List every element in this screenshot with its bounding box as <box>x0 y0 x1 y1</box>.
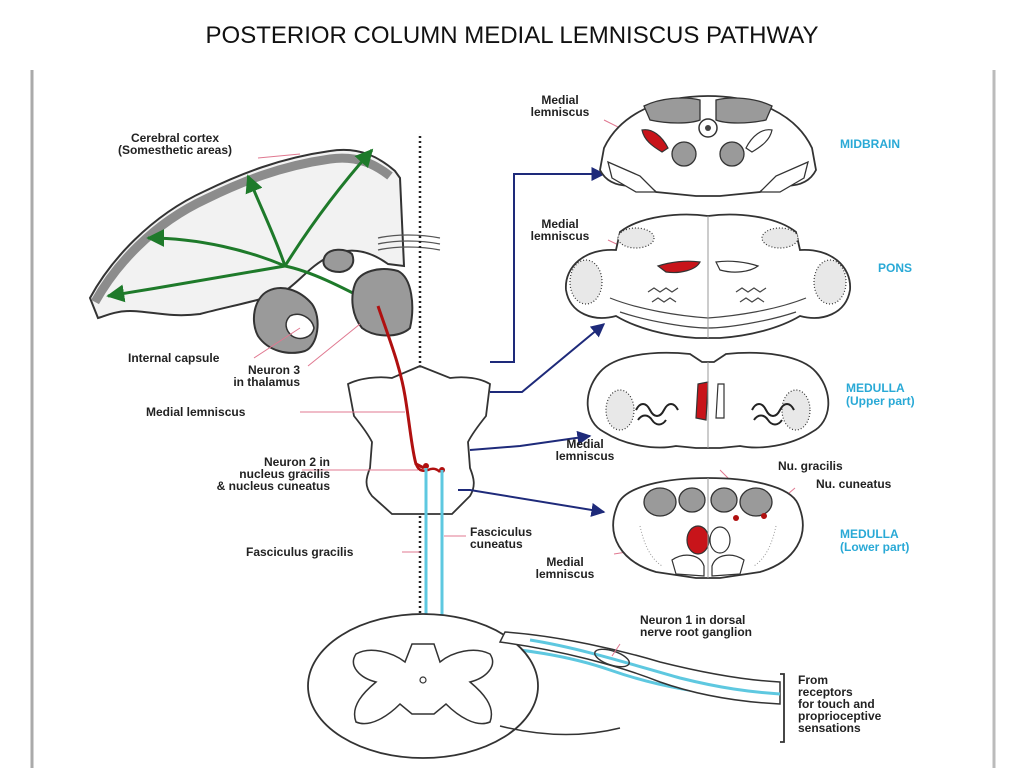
dorsal-root-cyan <box>529 638 781 696</box>
label-medulla-lower-lemniscus: Medial lemniscus <box>520 556 610 580</box>
label-cerebral-cortex: Cerebral cortex (Somesthetic areas) <box>70 132 280 156</box>
label-internal-capsule: Internal capsule <box>128 351 220 365</box>
receptor-bracket <box>780 673 785 743</box>
central-canal <box>419 676 427 684</box>
label-receptors-line1: From <box>798 673 828 687</box>
label-receptors-line4: proprioceptive <box>798 709 882 723</box>
label-neuron3: Neuron 3 in thalamus <box>200 364 300 388</box>
label-pons-lemniscus: Medial lemniscus <box>520 218 600 242</box>
label-neuron2-line3: & nucleus cuneatus <box>216 479 330 493</box>
label-neuron2: Neuron 2 in nucleus gracilis & nucleus c… <box>200 456 330 492</box>
label-fasciculus-cuneatus-line2: cuneatus <box>470 537 523 551</box>
level-pons: PONS <box>878 261 913 275</box>
label-medulla-upper-lemniscus-line2: lemniscus <box>555 449 615 463</box>
level-medulla-upper-line2: (Upper part) <box>846 394 915 408</box>
label-receptors: From receptors for touch and propriocept… <box>798 674 881 734</box>
label-midbrain-lemniscus-line2: lemniscus <box>530 105 590 119</box>
label-fasciculus-gracilis: Fasciculus gracilis <box>246 545 354 559</box>
label-neuron2-line1: Neuron 2 in <box>263 455 330 469</box>
medulla-upper-section <box>586 351 830 449</box>
label-cerebral-cortex-line2: (Somesthetic areas) <box>117 143 233 157</box>
label-fasciculus-cuneatus-line1: Fasciculus <box>470 525 533 539</box>
level-medulla-upper: MEDULLA (Upper part) <box>846 382 915 408</box>
level-medulla-upper-line1: MEDULLA <box>846 381 905 395</box>
level-medulla-lower-line2: (Lower part) <box>840 540 910 554</box>
diagram-svg <box>30 70 996 768</box>
label-neuron2-line2: nucleus gracilis <box>239 467 330 481</box>
level-medulla-lower: MEDULLA (Lower part) <box>840 528 909 554</box>
label-receptors-line3: for touch and <box>798 697 875 711</box>
slide-title: POSTERIOR COLUMN MEDIAL LEMNISCUS PATHWA… <box>205 22 819 49</box>
label-neuron1-line2: nerve root ganglion <box>640 625 753 639</box>
cerebral-cortex-shape <box>88 148 406 320</box>
pathway-diagram: Cerebral cortex (Somesthetic areas) Inte… <box>0 66 1024 768</box>
label-medulla-lower-lemniscus-line2: lemniscus <box>535 567 595 581</box>
label-receptors-line5: sensations <box>798 721 861 735</box>
level-medulla-lower-line1: MEDULLA <box>840 527 899 541</box>
neuron2-fibre-a <box>414 463 441 473</box>
ventral-root <box>499 725 621 736</box>
label-neuron3-line1: Neuron 3 <box>247 363 300 377</box>
medulla-lower-section <box>612 477 804 579</box>
label-neuron1: Neuron 1 in dorsal nerve root ganglion <box>640 614 752 638</box>
label-neuron3-line2: in thalamus <box>233 375 300 389</box>
neuron2-gracilis-body <box>423 463 429 469</box>
label-medulla-upper-lemniscus-line1: Medial <box>566 437 604 451</box>
brainstem-outline <box>346 365 491 515</box>
label-cerebral-cortex-line1: Cerebral cortex <box>130 131 220 145</box>
midbrain-section <box>599 95 817 197</box>
level-midbrain: MIDBRAIN <box>840 137 900 151</box>
caudate-shape <box>322 248 355 274</box>
label-fasciculus-cuneatus: Fasciculus cuneatus <box>470 526 532 550</box>
label-pons-lemniscus-line1: Medial <box>541 217 579 231</box>
label-nu-cuneatus: Nu. cuneatus <box>816 477 892 491</box>
label-medulla-lower-lemniscus-line1: Medial <box>546 555 584 569</box>
label-midbrain-lemniscus-line1: Medial <box>541 93 579 107</box>
section-arrows <box>458 167 606 517</box>
medial-lemniscus-tract <box>376 305 425 470</box>
label-nu-gracilis: Nu. gracilis <box>778 459 843 473</box>
label-midbrain-lemniscus: Medial lemniscus <box>520 94 600 118</box>
label-pons-lemniscus-line2: lemniscus <box>530 229 590 243</box>
label-receptors-line2: receptors <box>798 685 853 699</box>
dorsal-root-ganglion <box>594 648 630 668</box>
corpus-callosum-lines <box>377 234 441 251</box>
label-neuron1-line1: Neuron 1 in dorsal <box>640 613 746 627</box>
label-medial-lemniscus: Medial lemniscus <box>146 405 246 419</box>
spinal-gray-matter <box>352 643 494 725</box>
thalamus-shape <box>351 268 414 337</box>
pons-section <box>565 213 851 339</box>
label-medulla-upper-lemniscus: Medial lemniscus <box>540 438 630 462</box>
